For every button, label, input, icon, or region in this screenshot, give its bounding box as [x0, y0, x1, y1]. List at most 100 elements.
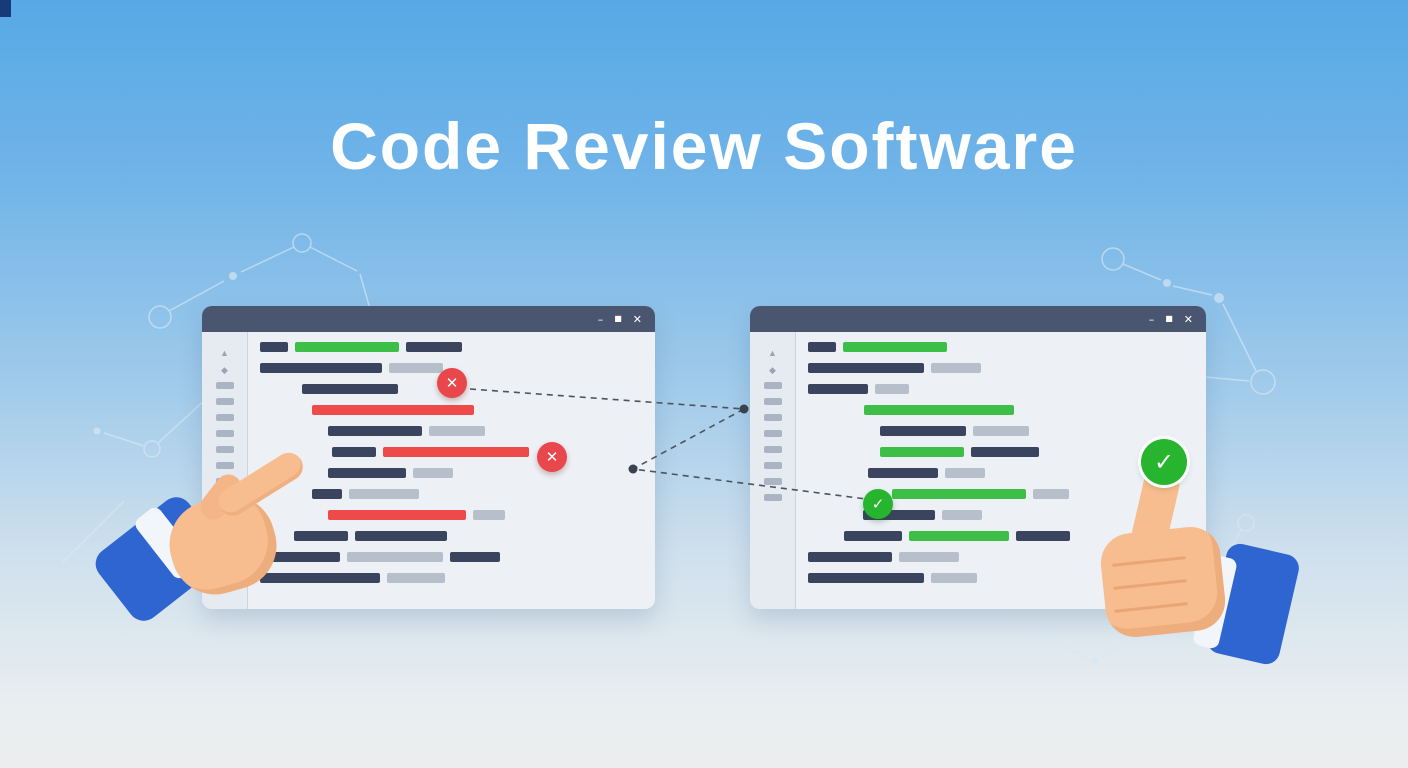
- window-gutter: ▲◆: [750, 332, 796, 609]
- code-segment-navy: [332, 447, 376, 457]
- code-segment-gray: [387, 573, 445, 583]
- code-line: [864, 405, 1194, 415]
- code-segment-gray: [945, 468, 985, 478]
- window-titlebar: – ■ ✕: [202, 306, 655, 332]
- code-segment-navy: [260, 552, 340, 562]
- page-title: Code Review Software: [330, 109, 1078, 183]
- code-segment-navy: [808, 363, 924, 373]
- window-titlebar: – ■ ✕: [750, 306, 1206, 332]
- code-line: [880, 447, 1194, 457]
- code-segment-gray: [349, 489, 419, 499]
- success-badge-small: ✓: [863, 489, 893, 519]
- code-line: [260, 363, 643, 373]
- gutter-mark-bar: [763, 446, 782, 453]
- code-line: [312, 489, 643, 499]
- code-segment-gray: [875, 384, 909, 394]
- code-line: [328, 426, 643, 436]
- code-line: [844, 531, 1194, 541]
- code-segment-red: [383, 447, 529, 457]
- code-line: [260, 342, 643, 352]
- code-segment-navy: [328, 468, 406, 478]
- code-line: [880, 426, 1194, 436]
- gutter-mark-bar: [215, 414, 234, 421]
- corner-mark: [0, 0, 11, 17]
- code-line: [332, 447, 643, 457]
- error-badge-1: ✕: [437, 368, 467, 398]
- code-segment-gray: [1033, 489, 1069, 499]
- code-segment-green: [880, 447, 964, 457]
- code-segment-green: [864, 405, 1014, 415]
- code-segment-navy: [844, 531, 902, 541]
- error-badge-2: ✕: [537, 442, 567, 472]
- code-segment-gray: [413, 468, 453, 478]
- minimize-icon[interactable]: –: [597, 312, 604, 326]
- code-line: [260, 573, 643, 583]
- code-segment-navy: [260, 342, 288, 352]
- gutter-mark-bar: [763, 414, 782, 421]
- code-lines: [248, 332, 655, 609]
- code-segment-green: [843, 342, 947, 352]
- code-segment-gray: [931, 363, 981, 373]
- gutter-mark-bar: [215, 430, 234, 437]
- code-segment-red: [328, 510, 466, 520]
- gutter-mark-triangle: ▲: [220, 348, 229, 358]
- success-badge-large: ✓: [1141, 439, 1187, 485]
- maximize-icon[interactable]: ■: [614, 314, 622, 323]
- code-segment-navy: [971, 447, 1039, 457]
- minimize-icon[interactable]: –: [1148, 312, 1155, 326]
- gutter-mark-diamond: ◆: [769, 365, 776, 375]
- code-segment-navy: [808, 552, 892, 562]
- code-segment-navy: [312, 489, 342, 499]
- code-segment-gray: [973, 426, 1029, 436]
- maximize-icon[interactable]: ■: [1165, 314, 1173, 323]
- connector-node: [739, 404, 749, 414]
- gutter-mark-bar: [763, 398, 782, 405]
- code-line: [808, 363, 1194, 373]
- code-segment-navy: [450, 552, 500, 562]
- gutter-mark-bar: [215, 462, 234, 469]
- code-segment-navy: [328, 426, 422, 436]
- code-line: [808, 384, 1194, 394]
- gutter-mark-bar: [763, 430, 782, 437]
- code-line: [863, 510, 1194, 520]
- gutter-mark-bar: [763, 462, 782, 469]
- gutter-mark-bar: [763, 382, 782, 389]
- code-line: [808, 573, 1194, 583]
- code-line: [328, 468, 643, 478]
- gutter-mark-bar: [763, 494, 782, 501]
- code-segment-navy: [880, 426, 966, 436]
- code-line: [260, 552, 643, 562]
- code-segment-navy: [1016, 531, 1070, 541]
- code-line: [328, 510, 643, 520]
- code-segment-gray: [942, 510, 982, 520]
- gutter-mark-bar: [763, 478, 782, 485]
- close-icon[interactable]: ✕: [632, 312, 642, 326]
- code-line: [868, 468, 1194, 478]
- gutter-mark-triangle: ▲: [768, 348, 777, 358]
- code-segment-navy: [808, 573, 924, 583]
- gutter-mark-bar: [215, 446, 234, 453]
- code-segment-gray: [429, 426, 485, 436]
- code-segment-navy: [406, 342, 462, 352]
- code-segment-navy: [260, 573, 380, 583]
- code-line: [312, 405, 643, 415]
- gutter-mark-bar: [215, 382, 234, 389]
- code-line: [808, 342, 1194, 352]
- code-segment-gray: [347, 552, 443, 562]
- code-segment-navy: [868, 468, 938, 478]
- code-line: [808, 552, 1194, 562]
- code-segment-navy: [294, 531, 348, 541]
- code-segment-green: [295, 342, 399, 352]
- code-segment-navy: [260, 363, 382, 373]
- code-segment-navy: [808, 342, 836, 352]
- code-segment-navy: [808, 384, 868, 394]
- gutter-mark-bar: [215, 398, 234, 405]
- code-segment-green: [909, 531, 1009, 541]
- code-segment-navy: [355, 531, 447, 541]
- code-segment-navy: [302, 384, 398, 394]
- code-segment-gray: [899, 552, 959, 562]
- code-segment-gray: [389, 363, 443, 373]
- close-icon[interactable]: ✕: [1183, 312, 1193, 326]
- gutter-mark-diamond: ◆: [221, 365, 228, 375]
